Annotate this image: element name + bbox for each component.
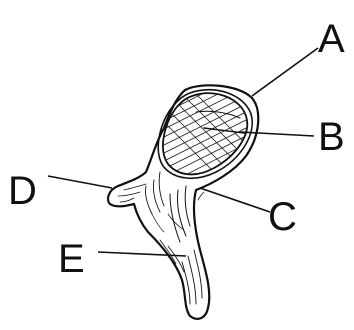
label-b: B [318, 115, 345, 159]
bone-outline [108, 85, 258, 318]
label-c: C [268, 195, 297, 239]
label-e: E [58, 237, 85, 281]
leader-c [200, 188, 270, 212]
articular-face-hatching [150, 80, 258, 196]
label-a: A [318, 17, 345, 61]
leader-d [48, 176, 112, 188]
label-d: D [8, 169, 37, 213]
labels: A B C D E [8, 17, 345, 281]
body-shading [118, 172, 204, 304]
leader-a [252, 48, 318, 96]
